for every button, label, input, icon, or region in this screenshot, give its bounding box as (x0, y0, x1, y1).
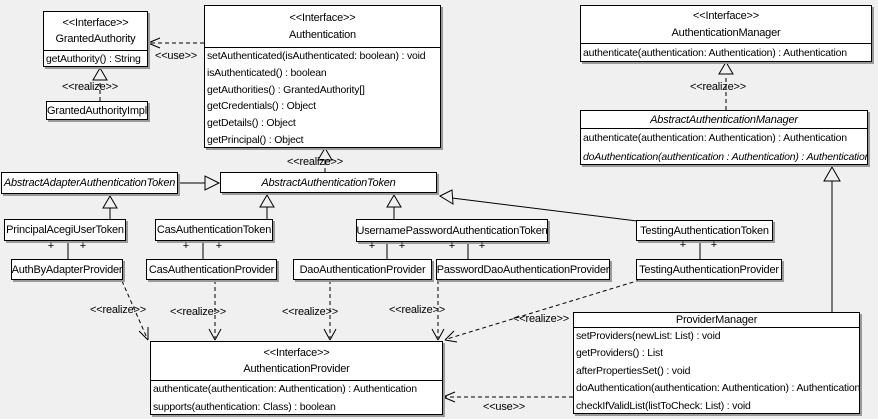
class-name: PrincipalAcegiUserToken (6, 224, 124, 236)
class-testing-authentication-provider[interactable]: TestingAuthenticationProvider (636, 259, 782, 280)
class-cas-authentication-token[interactable]: CasAuthenticationToken (155, 219, 273, 241)
class-name: AbstractAuthenticationManager (650, 113, 798, 126)
generalization-triangle-icon (102, 195, 118, 209)
association-end-plus: + (47, 240, 55, 252)
class-name: AuthByAdapterProvider (11, 263, 123, 276)
realize-label: <<realize>> (690, 81, 746, 93)
class-username-password-authentication-token[interactable]: UsernamePasswordAuthenticationToken (356, 219, 548, 242)
association-end-plus: + (710, 239, 718, 251)
method-label: getAuthority() : String (46, 53, 141, 65)
method-label: authenticate(authentication: Authenticat… (153, 383, 417, 395)
association-end-plus: + (448, 240, 456, 252)
open-arrow-icon (138, 327, 149, 341)
class-password-dao-authentication-provider[interactable]: PasswordDaoAuthenticationProvider (436, 259, 610, 280)
class-testing-authentication-token[interactable]: TestingAuthenticationToken (636, 220, 773, 241)
association-end-plus: + (215, 240, 223, 252)
class-name: AbstractAuthenticationToken (261, 176, 396, 189)
class-authentication[interactable]: <<Interface>> Authentication setAuthenti… (204, 5, 441, 148)
realize-label: <<realize>> (287, 156, 343, 168)
stereotype-label: <<Interface>> (289, 11, 356, 24)
stereotype-label: <<Interface>> (62, 16, 129, 29)
class-name: PasswordDaoAuthenticationProvider (436, 263, 610, 276)
realize-label: <<realize>> (62, 81, 118, 93)
association-end-plus: + (182, 240, 190, 252)
method-label: getProviders() : List (576, 347, 663, 360)
class-name: GrantedAuthorityImpl (47, 104, 147, 117)
method-label: supports(authentication: Class) : boolea… (153, 400, 336, 413)
stereotype-label: <<Interface>> (693, 10, 759, 23)
method-label: afterPropertiesSet() : void (576, 364, 691, 377)
open-arrow-icon (147, 37, 161, 49)
generalization-triangle-icon (438, 189, 454, 205)
open-arrow-icon (442, 391, 456, 403)
association-end-plus: + (478, 240, 486, 252)
class-name: CasAuthenticationProvider (148, 263, 275, 276)
method-label: doAuthentication(authentication: Authent… (576, 382, 859, 395)
association-end-plus: + (679, 239, 687, 251)
realize-label: <<realize>> (389, 304, 445, 316)
class-authentication-provider[interactable]: <<Interface>> AuthenticationProvider aut… (150, 341, 443, 415)
method-label: getCredentials() : Object (207, 100, 316, 113)
generalization-triangle-icon (92, 67, 108, 81)
generalization-triangle-icon (718, 61, 734, 75)
class-name: AuthenticationProvider (243, 363, 350, 376)
association-end-plus: + (79, 240, 87, 252)
method-label: getDetails() : Object (207, 117, 296, 130)
class-name: GrantedAuthority (55, 33, 136, 46)
class-name: TestingAuthenticationToken (640, 224, 769, 237)
method-label: isAuthenticated() : boolean (207, 66, 327, 79)
generalization-triangle-icon (259, 194, 275, 208)
realize-label: <<realize>> (513, 313, 569, 325)
class-authentication-manager[interactable]: <<Interface>> AuthenticationManager auth… (580, 5, 872, 62)
class-name: DaoAuthenticationProvider (299, 263, 426, 276)
class-name: ProviderManager (675, 314, 758, 326)
method-label: authenticate(authentication: Authenticat… (583, 132, 847, 144)
class-name: CasAuthenticationToken (156, 224, 272, 236)
class-cas-authentication-provider[interactable]: CasAuthenticationProvider (146, 259, 277, 280)
abstract-method-label: doAuthentication(authentication : Authen… (583, 150, 867, 163)
generalization-triangle-icon (823, 165, 841, 182)
method-label: setAuthenticated(isAuthenticated: boolea… (207, 50, 426, 62)
open-arrow-icon (208, 328, 222, 341)
method-label: authenticate(authentication: Authenticat… (583, 47, 847, 59)
class-granted-authority[interactable]: <<Interface>> GrantedAuthority getAuthor… (43, 11, 148, 67)
realize-label: <<realize>> (282, 306, 338, 318)
class-auth-by-adapter-provider[interactable]: AuthByAdapterProvider (11, 259, 123, 280)
association-end-plus: + (398, 240, 406, 252)
use-label: <<use>> (154, 50, 198, 62)
method-label: getAuthorities() : GrantedAuthority[] (207, 83, 365, 96)
class-abstract-adapter-authentication-token[interactable]: AbstractAdapterAuthenticationToken (1, 172, 178, 194)
class-granted-authority-impl[interactable]: GrantedAuthorityImpl (46, 101, 148, 120)
stereotype-label: <<Interface>> (263, 346, 330, 359)
generalization-triangle-icon (204, 175, 221, 191)
association-end-plus: + (368, 240, 376, 252)
open-arrow-icon (323, 328, 337, 341)
open-arrow-icon (444, 330, 458, 343)
class-name: AuthenticationManager (671, 26, 781, 39)
generalization-triangle-icon (317, 147, 333, 161)
class-dao-authentication-provider[interactable]: DaoAuthenticationProvider (293, 259, 432, 280)
class-abstract-authentication-manager[interactable]: AbstractAuthenticationManager authentica… (580, 110, 868, 165)
class-principal-acegi-user-token[interactable]: PrincipalAcegiUserToken (4, 219, 126, 241)
method-label: setProviders(newList: List) : void (576, 330, 721, 342)
realize-label: <<realize>> (90, 304, 146, 316)
open-arrow-icon (431, 328, 445, 341)
realize-edge-authbyadapterprovider (121, 280, 148, 339)
method-label: checkIfValidList(listToCheck: List) : vo… (576, 399, 751, 412)
generalization-triangle-icon (386, 194, 402, 208)
class-name: AbstractAdapterAuthenticationToken (3, 177, 176, 189)
class-provider-manager[interactable]: ProviderManager setProviders(newList: Li… (573, 312, 860, 414)
use-label: <<use>> (482, 401, 526, 413)
class-name: TestingAuthenticationProvider (639, 263, 779, 276)
realize-edge-testingauthenticationprovider (446, 279, 641, 340)
method-label: getPrincipal() : Object (207, 134, 304, 147)
class-name: UsernamePasswordAuthenticationToken (356, 224, 548, 237)
realize-label: <<realize>> (170, 306, 226, 318)
class-abstract-authentication-token[interactable]: AbstractAuthenticationToken (220, 172, 437, 193)
generalization-edge-testingtoken (451, 197, 638, 222)
class-name: Authentication (289, 29, 356, 42)
